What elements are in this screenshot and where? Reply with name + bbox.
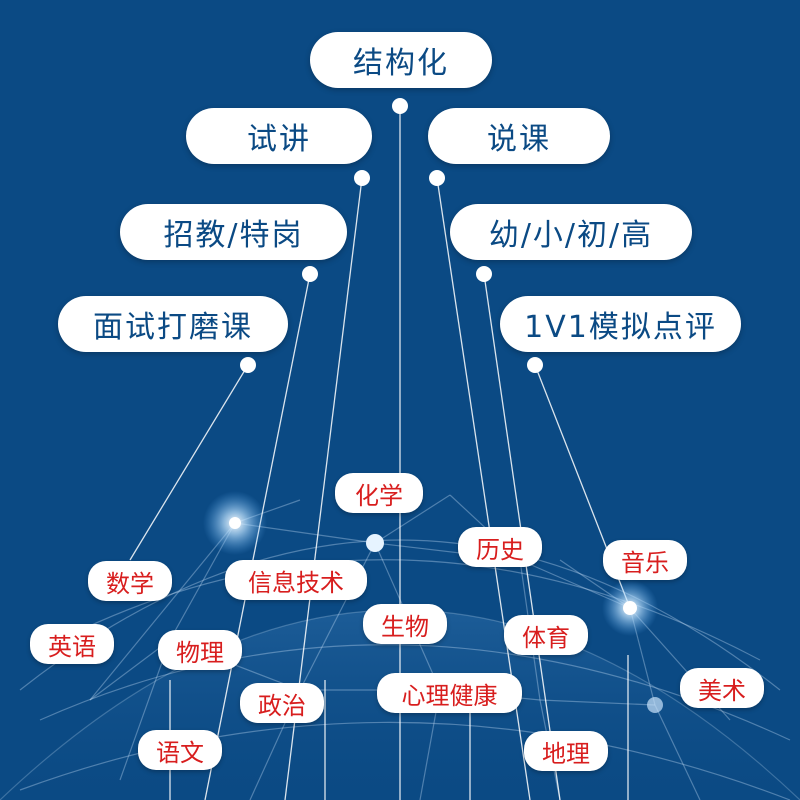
label-review: 1V1模拟点评 xyxy=(500,296,741,352)
subject-music: 音乐 xyxy=(603,540,687,580)
subject-art: 美术 xyxy=(680,668,764,708)
subject-pe: 体育 xyxy=(504,615,588,655)
subject-history: 历史 xyxy=(458,527,542,567)
subject-physics: 物理 xyxy=(158,630,242,670)
label-explain: 说课 xyxy=(428,108,610,164)
subject-geography: 地理 xyxy=(524,731,608,771)
glow-nodes xyxy=(203,491,663,713)
subject-psychology: 心理健康 xyxy=(377,673,522,713)
subject-biology: 生物 xyxy=(363,604,447,644)
label-interview: 面试打磨课 xyxy=(58,296,288,352)
subject-english: 英语 xyxy=(30,624,114,664)
subject-chinese: 语文 xyxy=(138,730,222,770)
label-lecture: 试讲 xyxy=(186,108,372,164)
label-structured: 结构化 xyxy=(310,32,492,88)
label-recruit: 招教/特岗 xyxy=(120,204,347,260)
subject-math: 数学 xyxy=(88,561,172,601)
subject-politics: 政治 xyxy=(240,683,324,723)
label-levels: 幼/小/初/高 xyxy=(450,204,692,260)
connector-dots xyxy=(240,98,543,373)
subject-chemistry: 化学 xyxy=(335,473,423,513)
subject-it: 信息技术 xyxy=(225,560,367,600)
